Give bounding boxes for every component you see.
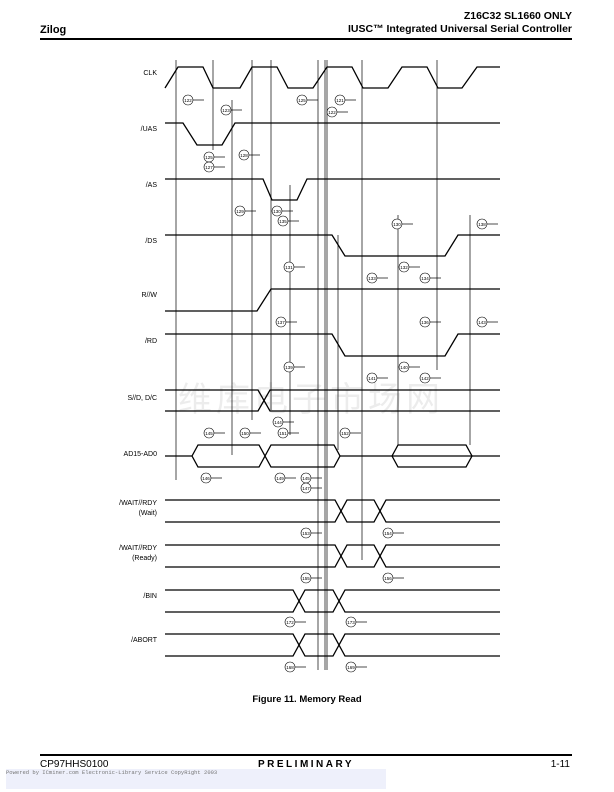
- page-number: 1-11: [550, 759, 570, 770]
- timing-parameter-label: 141: [368, 376, 376, 381]
- timing-parameter-label: 146: [202, 476, 210, 481]
- signal-label: CLK: [143, 70, 157, 77]
- timing-parameter-label: 134: [421, 276, 429, 281]
- signal-label: S//D, D/C: [127, 395, 157, 402]
- timing-parameter-label: 154: [384, 531, 392, 536]
- uas-waveform: [165, 122, 500, 146]
- signal-label: (Ready): [132, 555, 157, 562]
- signal-label: /UAS: [141, 126, 158, 133]
- timing-parameter-label: 136: [421, 320, 429, 325]
- timing-parameter-label: 131: [285, 265, 293, 270]
- timing-parameter-label: 123: [222, 108, 230, 113]
- sd-waveform-a: [165, 389, 500, 412]
- signal-label: /BIN: [143, 593, 157, 600]
- timing-parameter-label: 172: [286, 620, 294, 625]
- timing-parameter-label: 152: [341, 431, 349, 436]
- brand: Zilog: [40, 24, 67, 36]
- timing-parameter-label: 121: [336, 98, 344, 103]
- ready-waveform: [165, 544, 500, 568]
- timing-parameter-label: 137: [277, 320, 285, 325]
- timing-parameter-label: 156: [384, 576, 392, 581]
- abort-waveform: [165, 633, 500, 657]
- as-waveform: [165, 178, 500, 201]
- timing-parameter-label: 151: [279, 431, 287, 436]
- timing-parameter-label: 173: [347, 620, 355, 625]
- timing-parameter-label: 135: [279, 219, 287, 224]
- timing-parameter-label: 132: [400, 265, 408, 270]
- timing-parameter-label: 144: [274, 420, 282, 425]
- status-label: PRELIMINARY: [258, 759, 355, 770]
- timing-parameter-label: 145: [302, 476, 310, 481]
- timing-parameter-label: 130: [393, 222, 401, 227]
- footer-rule: [40, 754, 572, 756]
- signal-label: AD15-AD0: [124, 451, 158, 458]
- signal-label: /WAIT//RDY: [119, 500, 157, 507]
- doc-title: IUSC™ Integrated Universal Serial Contro…: [347, 23, 572, 35]
- timing-parameter-label: 133: [368, 276, 376, 281]
- abort-waveform: [165, 633, 500, 657]
- timing-parameter-label: 140: [400, 365, 408, 370]
- bin-waveform: [165, 589, 500, 613]
- signal-label: /AS: [146, 182, 158, 189]
- ds-waveform: [165, 234, 500, 257]
- signal-label: R//W: [141, 292, 157, 299]
- timing-diagram: CLK/UAS/AS/DS R//W/RD S//D, D/C AD15-AD0/WA…: [119, 60, 500, 673]
- doc-number: CP97HHS0100: [40, 759, 109, 770]
- signal-label: /DS: [145, 238, 157, 245]
- wait-waveform: [165, 499, 500, 523]
- signal-label: /WAIT//RDY: [119, 545, 157, 552]
- timing-parameter-label: 150: [241, 431, 249, 436]
- timing-parameter-label: 139: [285, 365, 293, 370]
- timing-parameter-label: 128: [240, 153, 248, 158]
- timing-parameter-label: 153: [302, 531, 310, 536]
- timing-parameter-label: 145: [205, 431, 213, 436]
- watermark: 维库电子市场网: [178, 380, 444, 420]
- timing-parameter-label: 168: [286, 665, 294, 670]
- timing-parameter-label: 138: [478, 222, 486, 227]
- timing-parameter-label: 125: [298, 98, 306, 103]
- timing-parameter-label: 122: [184, 98, 192, 103]
- timing-parameter-label: 142: [421, 376, 429, 381]
- ad-bus-waveform: [264, 444, 341, 468]
- timing-parameter-label: 147: [302, 486, 310, 491]
- signal-label: /RD: [145, 338, 157, 345]
- signal-label: /ABORT: [131, 637, 158, 644]
- figure-caption: Figure 11. Memory Read: [252, 694, 362, 705]
- header-rule: [40, 38, 572, 40]
- header-title: Z16C32 SL1660 ONLY IUSC™ Integrated Univ…: [348, 10, 572, 36]
- bin-waveform: [165, 589, 500, 613]
- rw-waveform: [165, 288, 500, 312]
- timing-parameter-label: 130: [273, 209, 281, 214]
- rd-waveform: [165, 333, 500, 357]
- signal-label: (Wait): [139, 510, 157, 517]
- timing-parameter-label: 143: [478, 320, 486, 325]
- powered-by: Powered by ICminer.com Electronic-Librar…: [6, 769, 386, 789]
- part-number: Z16C32 SL1660 ONLY: [463, 10, 572, 22]
- ready-waveform: [165, 544, 500, 568]
- clk-waveform: [164, 66, 500, 89]
- ad-bus-waveform: [191, 444, 266, 468]
- wait-waveform: [165, 499, 500, 523]
- timing-parameter-label: 129: [236, 209, 244, 214]
- timing-parameter-label: 127: [205, 165, 213, 170]
- timing-parameter-label: 169: [347, 665, 355, 670]
- timing-parameter-label: 149: [276, 476, 284, 481]
- timing-parameter-label: 155: [302, 576, 310, 581]
- timing-parameter-label: 122: [328, 110, 336, 115]
- timing-parameter-label: 125: [205, 155, 213, 160]
- sd-waveform-b: [165, 389, 500, 412]
